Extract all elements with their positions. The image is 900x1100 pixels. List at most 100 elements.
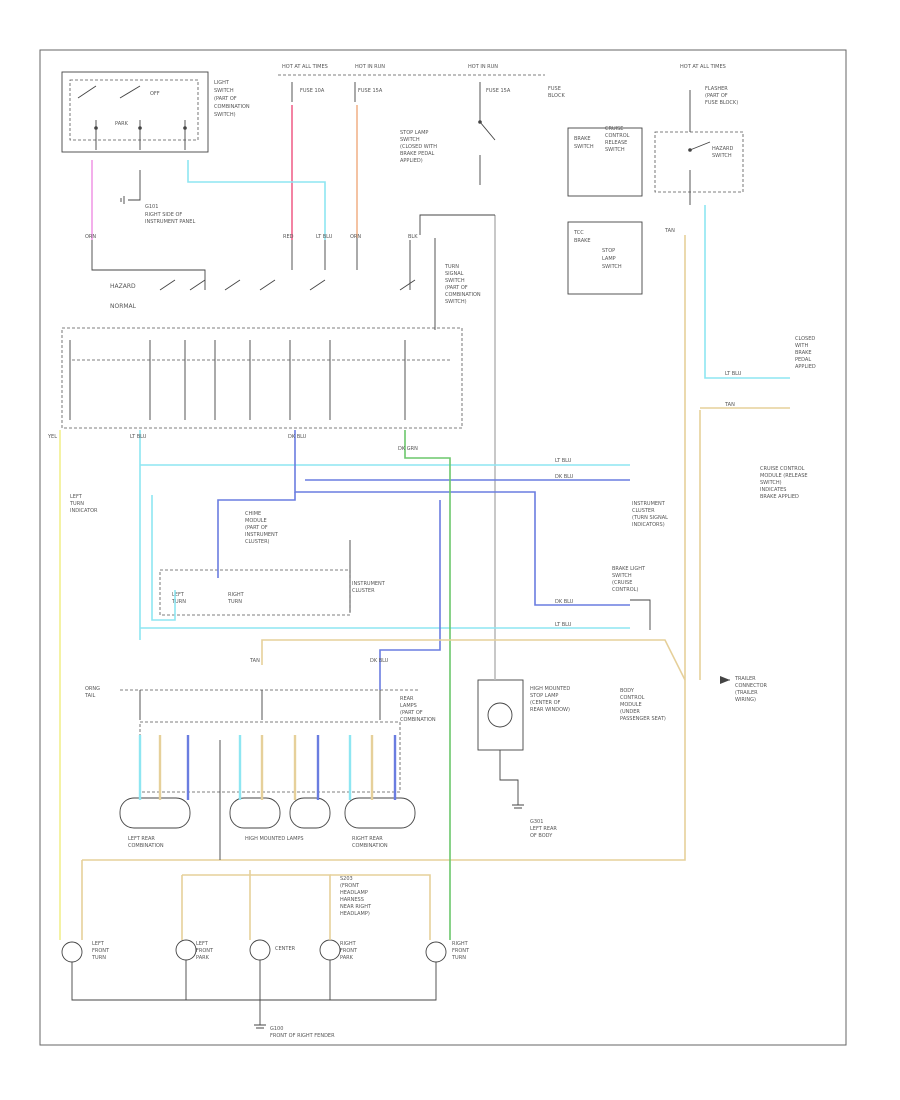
svg-text:CHIME: CHIME — [245, 511, 261, 517]
svg-text:(CRUISE: (CRUISE — [612, 580, 632, 586]
svg-text:FLASHER: FLASHER — [705, 86, 728, 92]
svg-text:FUSE: FUSE — [548, 86, 561, 92]
svg-text:SWITCH: SWITCH — [574, 144, 594, 150]
svg-text:FRONT: FRONT — [92, 948, 110, 954]
svg-text:BRAKE PEDAL: BRAKE PEDAL — [400, 151, 435, 157]
svg-text:(CENTER OF: (CENTER OF — [530, 700, 561, 706]
svg-text:TAIL: TAIL — [84, 693, 96, 699]
svg-text:SWITCH: SWITCH — [445, 278, 465, 284]
svg-text:REAR: REAR — [400, 696, 414, 702]
svg-text:INSTRUMENT: INSTRUMENT — [245, 532, 279, 538]
svg-text:DK BLU: DK BLU — [288, 434, 307, 440]
svg-text:ORN: ORN — [85, 234, 96, 240]
svg-text:(PART OF: (PART OF — [445, 285, 468, 291]
wire-cyan-mid2 — [151, 495, 176, 621]
wire-tan-bottom2 — [181, 874, 331, 940]
svg-text:RIGHT: RIGHT — [452, 941, 469, 947]
stop-lamp-switch: STOP LAMP SWITCH (CLOSED WITH BRAKE PEDA… — [400, 102, 643, 295]
svg-text:LEFT: LEFT — [172, 592, 185, 598]
svg-text:LAMPS: LAMPS — [400, 703, 417, 709]
svg-text:(FRONT: (FRONT — [340, 883, 360, 889]
svg-text:(TURN SIGNAL: (TURN SIGNAL — [632, 515, 668, 521]
wire-cyan-top — [187, 160, 326, 240]
svg-text:APPLIED: APPLIED — [795, 364, 816, 370]
svg-text:BRAKE APPLIED: BRAKE APPLIED — [760, 494, 799, 500]
fuse-label-2: HOT IN RUN — [355, 64, 385, 70]
svg-text:(PART OF: (PART OF — [214, 96, 237, 102]
svg-text:MODULE (RELEASE: MODULE (RELEASE — [760, 473, 808, 479]
svg-text:NEAR RIGHT: NEAR RIGHT — [340, 904, 372, 910]
light-switch: LIGHT SWITCH (PART OF COMBINATION SWITCH… — [61, 71, 250, 153]
svg-text:INDICATORS): INDICATORS) — [632, 522, 665, 528]
svg-text:HIGH MOUNTED: HIGH MOUNTED — [530, 686, 570, 692]
fuse-label-3: HOT IN RUN — [468, 64, 498, 70]
svg-text:OF BODY: OF BODY — [530, 833, 553, 839]
svg-text:WIRING): WIRING) — [735, 697, 756, 703]
svg-text:SWITCH): SWITCH) — [445, 299, 467, 305]
wire-tan-mid — [261, 639, 686, 681]
svg-text:LAMP: LAMP — [602, 256, 616, 262]
svg-text:YEL: YEL — [47, 434, 57, 440]
svg-text:FRONT: FRONT — [452, 948, 470, 954]
svg-text:SWITCH: SWITCH — [400, 137, 420, 143]
body-control-labels: INSTRUMENT CLUSTER (TURN SIGNAL INDICATO… — [612, 336, 816, 722]
diagram-frame — [39, 49, 847, 1046]
svg-text:DK BLU: DK BLU — [555, 599, 574, 605]
wire-blue2 — [217, 492, 296, 578]
svg-text:TAN: TAN — [664, 228, 675, 234]
svg-text:PARK: PARK — [196, 955, 210, 961]
svg-text:INSTRUMENT: INSTRUMENT — [352, 581, 386, 587]
svg-text:(CLOSED WITH: (CLOSED WITH — [400, 144, 437, 150]
svg-text:HEADLAMP): HEADLAMP) — [340, 911, 370, 917]
svg-text:SWITCH): SWITCH) — [214, 112, 236, 118]
svg-text:CRUISE: CRUISE — [605, 126, 623, 132]
fuse-label-4: HOT AT ALL TIMES — [680, 64, 726, 70]
wire-cyan-right — [704, 205, 790, 379]
svg-text:INSTRUMENT: INSTRUMENT — [632, 501, 666, 507]
svg-text:BLK: BLK — [408, 234, 418, 240]
svg-text:BRAKE LIGHT: BRAKE LIGHT — [612, 566, 646, 572]
svg-text:S203: S203 — [340, 876, 353, 882]
ground-symbol: G101 RIGHT SIDE OF INSTRUMENT PANEL — [120, 170, 195, 225]
svg-text:CRUISE CONTROL: CRUISE CONTROL — [760, 466, 805, 472]
svg-text:SWITCH: SWITCH — [612, 573, 632, 579]
chime-module: CHIME MODULE (PART OF INSTRUMENT CLUSTER… — [69, 494, 386, 616]
svg-text:CLUSTER: CLUSTER — [352, 588, 375, 594]
svg-text:HAZARD: HAZARD — [110, 283, 136, 290]
wire-labels: ORN RED LT BLU ORN BLK LT BLU DK BLU DK … — [47, 228, 742, 664]
fuse-label-1: HOT AT ALL TIMES — [282, 64, 328, 70]
wire-tan-right — [330, 235, 686, 861]
svg-text:SIGNAL: SIGNAL — [445, 271, 464, 277]
svg-text:COMBINATION: COMBINATION — [352, 843, 388, 849]
svg-text:CENTER: CENTER — [275, 946, 296, 952]
svg-text:STOP LAMP: STOP LAMP — [400, 130, 428, 136]
svg-text:BRAKE: BRAKE — [574, 136, 591, 142]
svg-text:HAZARD: HAZARD — [712, 146, 734, 152]
svg-text:DK BLU: DK BLU — [370, 658, 389, 664]
svg-text:COMBINATION: COMBINATION — [400, 717, 436, 723]
svg-text:TURN: TURN — [444, 264, 459, 270]
svg-text:CLUSTER: CLUSTER — [632, 508, 655, 514]
svg-text:RIGHT: RIGHT — [340, 941, 357, 947]
wire-cyan-mid — [139, 430, 630, 640]
svg-text:TAN: TAN — [249, 658, 260, 664]
svg-text:G100: G100 — [270, 1026, 283, 1032]
svg-text:RED: RED — [283, 234, 294, 240]
svg-text:TAN: TAN — [724, 402, 735, 408]
svg-text:LT BLU: LT BLU — [725, 371, 742, 377]
svg-text:(UNDER: (UNDER — [620, 709, 640, 715]
svg-text:BLOCK: BLOCK — [548, 93, 565, 99]
svg-text:CONTROL): CONTROL) — [612, 587, 638, 593]
svg-text:STOP: STOP — [602, 248, 615, 254]
svg-text:SWITCH): SWITCH) — [760, 480, 782, 486]
svg-text:FRONT OF RIGHT FENDER: FRONT OF RIGHT FENDER — [270, 1033, 335, 1039]
svg-text:NORMAL: NORMAL — [110, 303, 137, 310]
svg-text:TURN: TURN — [69, 501, 84, 507]
svg-text:LEFT: LEFT — [92, 941, 105, 947]
svg-text:HARNESS: HARNESS — [340, 897, 364, 903]
svg-text:SWITCH: SWITCH — [602, 264, 622, 270]
svg-text:LEFT REAR: LEFT REAR — [128, 836, 155, 842]
svg-text:INDICATES: INDICATES — [760, 487, 786, 493]
svg-text:RIGHT: RIGHT — [228, 592, 245, 598]
svg-text:CONTROL: CONTROL — [620, 695, 645, 701]
